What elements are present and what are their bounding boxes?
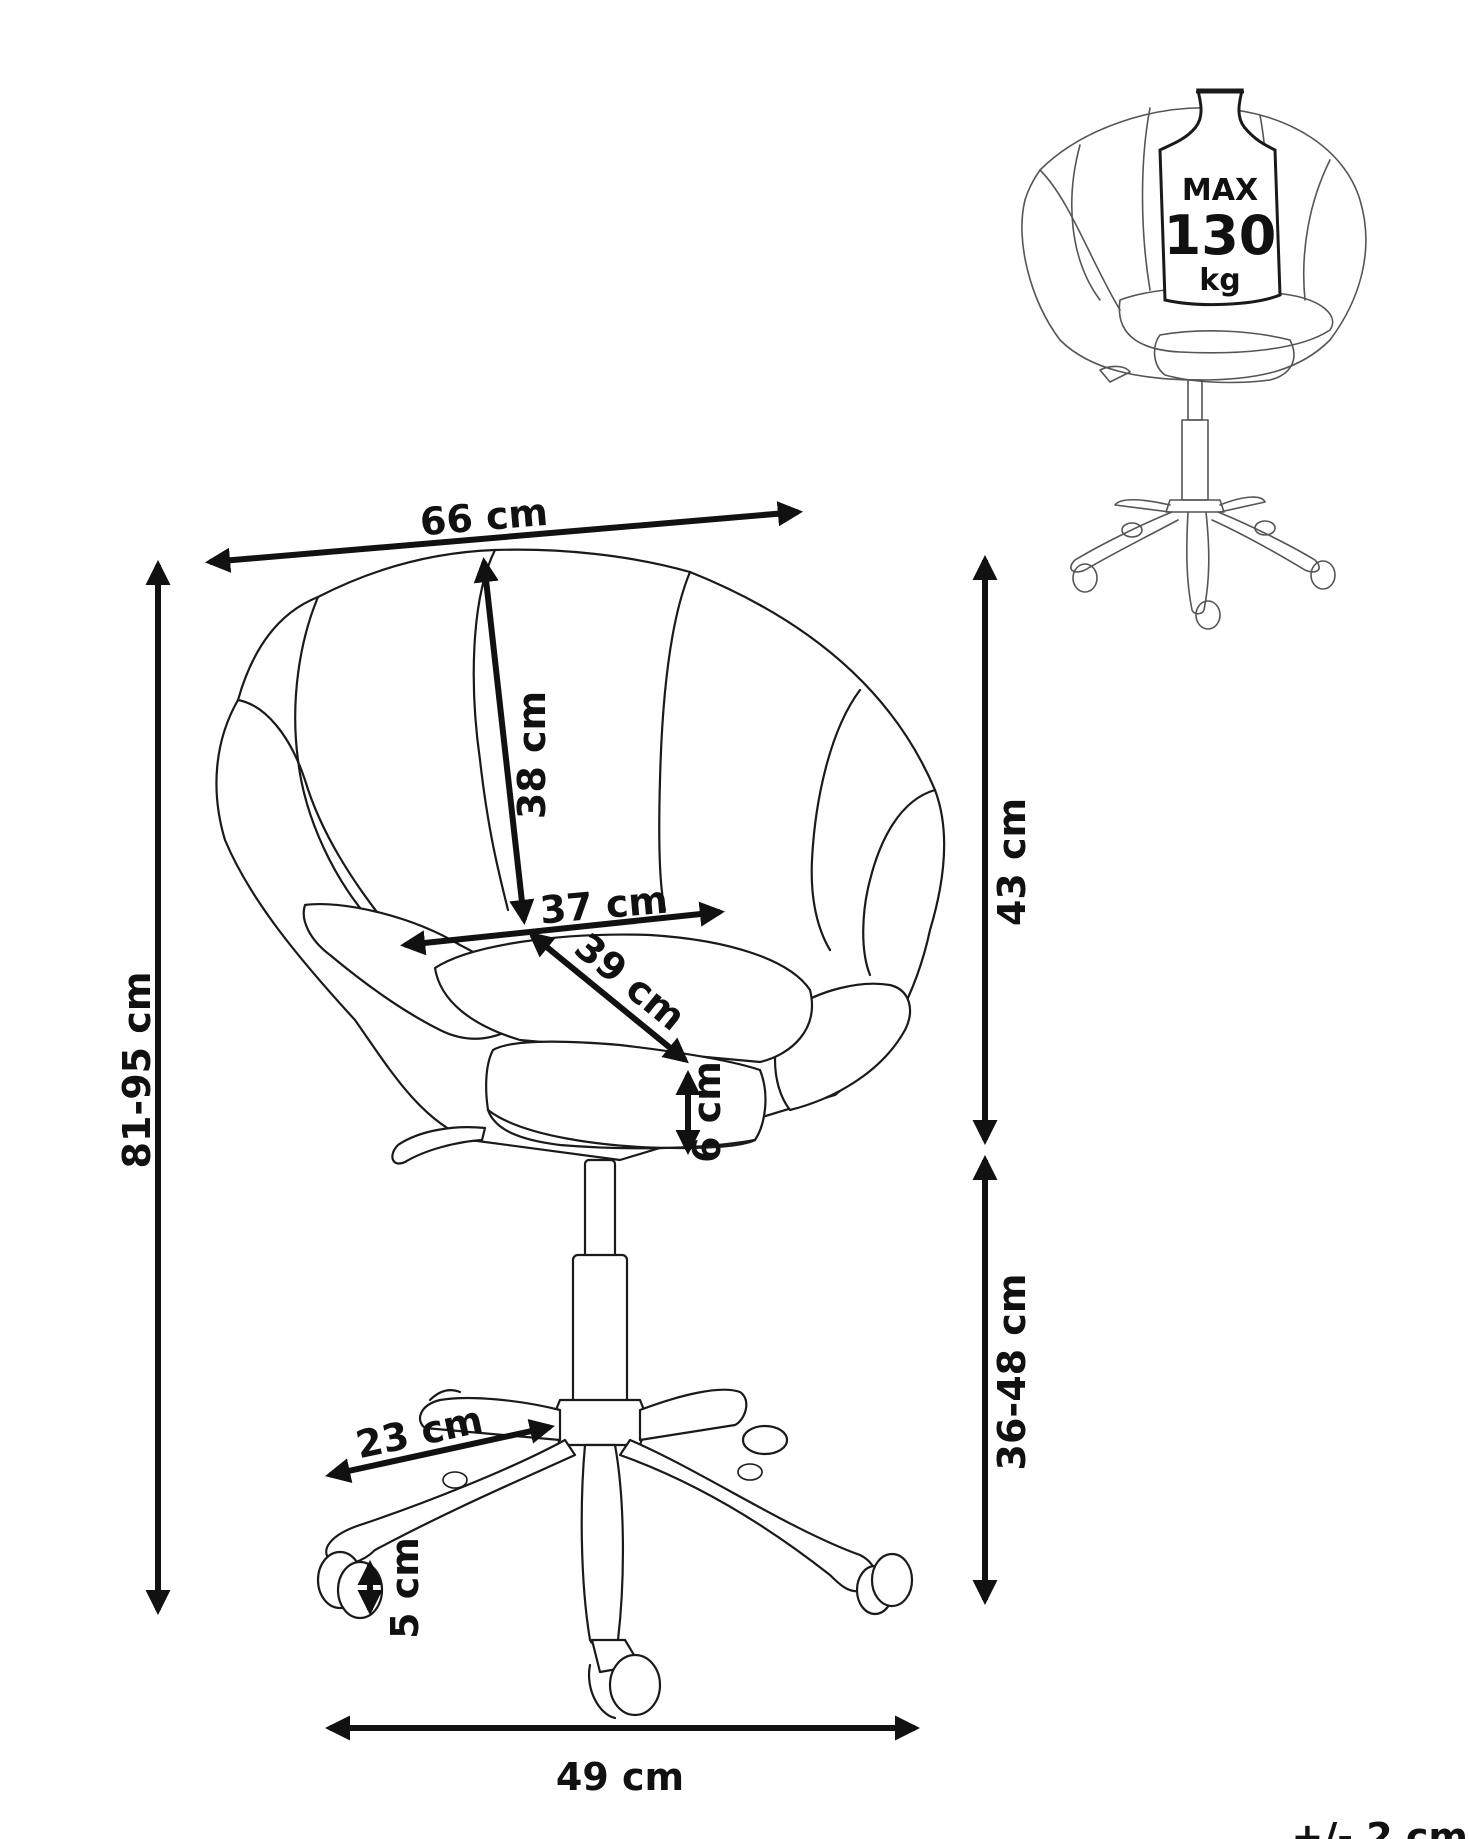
svg-text:66 cm: 66 cm	[418, 490, 549, 545]
main-chair-drawing	[215, 548, 946, 1720]
svg-text:38 cm: 38 cm	[510, 691, 554, 819]
dimension-81-95cm: 81-95 cm	[115, 559, 171, 1616]
svg-text:5 cm: 5 cm	[383, 1537, 427, 1639]
caster-front	[587, 1638, 662, 1720]
dimension-6cm: 6 cm	[675, 1061, 729, 1163]
svg-text:130: 130	[1164, 204, 1277, 267]
caster-right	[855, 1552, 914, 1616]
svg-text:kg: kg	[1199, 263, 1240, 298]
tolerance-note: +/- 2 cm	[1291, 1815, 1468, 1839]
max-load-weight-icon: MAX 130 kg	[1158, 88, 1282, 307]
dimension-38cm: 38 cm	[473, 556, 554, 926]
svg-text:MAX: MAX	[1182, 173, 1258, 208]
svg-text:43 cm: 43 cm	[990, 798, 1034, 926]
svg-text:36-48 cm: 36-48 cm	[990, 1274, 1034, 1471]
dimension-49cm: 49 cm	[324, 1715, 921, 1799]
svg-text:6 cm: 6 cm	[685, 1061, 729, 1163]
dimension-43cm: 43 cm	[972, 554, 1034, 1146]
dimension-5cm: 5 cm	[357, 1537, 427, 1639]
caster-back-right	[737, 1424, 789, 1481]
svg-text:49 cm: 49 cm	[556, 1755, 684, 1799]
dimension-66cm: 66 cm	[204, 490, 804, 573]
dimension-36-48cm: 36-48 cm	[972, 1154, 1034, 1606]
svg-text:81-95 cm: 81-95 cm	[115, 972, 159, 1169]
